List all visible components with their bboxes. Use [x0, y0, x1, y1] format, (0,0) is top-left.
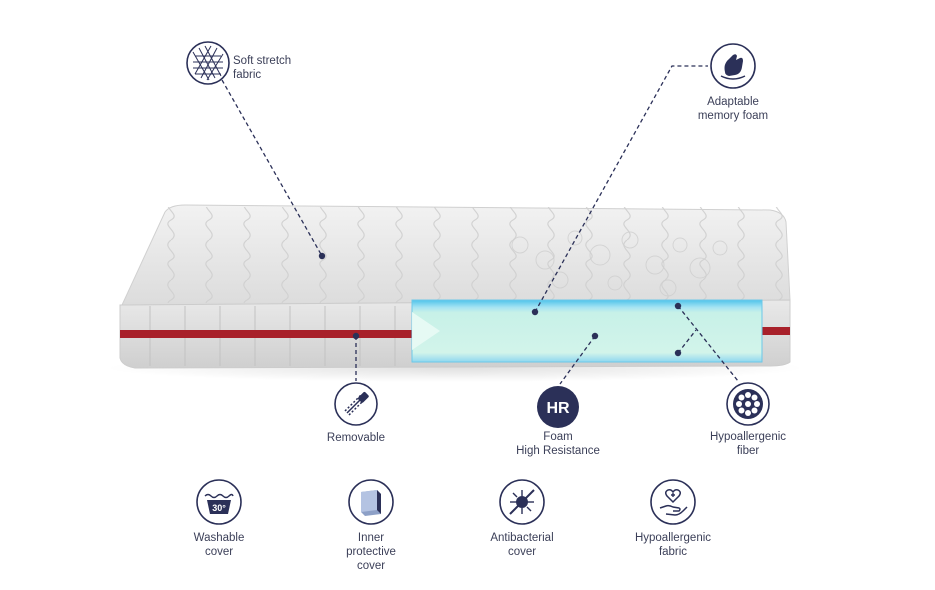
memory-foam-label: Adaptable memory foam [697, 96, 769, 122]
hr-foam-label: Foam High Resistance [516, 431, 600, 457]
zipper-icon [334, 382, 378, 426]
hand-press-icon [710, 43, 756, 89]
layer-cover-icon [348, 479, 394, 525]
wash-30-icon: 30° [196, 479, 242, 525]
antibacterial-cover-label: Antibacterial cover [490, 532, 554, 558]
foam-cutaway [411, 299, 763, 363]
hypo-fiber-label: Hypoallergenic fiber [709, 431, 787, 457]
washable-cover-label: Washable cover [193, 532, 245, 558]
soft-stretch-label: Soft stretch fabric [233, 55, 292, 81]
removable-label: Removable [326, 432, 386, 444]
inner-protective-cover-label: Inner protective cover [346, 532, 396, 572]
hr-badge-icon: HR [537, 386, 579, 428]
fiber-cross-section-icon [726, 382, 770, 426]
svg-text:HR: HR [546, 400, 570, 417]
antibacterial-icon [499, 479, 545, 525]
hand-heart-icon [650, 479, 696, 525]
svg-text:30°: 30° [212, 503, 226, 513]
woven-fabric-icon [186, 41, 230, 85]
zipper-band [120, 330, 412, 338]
hypoallergenic-fabric-label: Hypoallergenic fabric [634, 532, 712, 558]
